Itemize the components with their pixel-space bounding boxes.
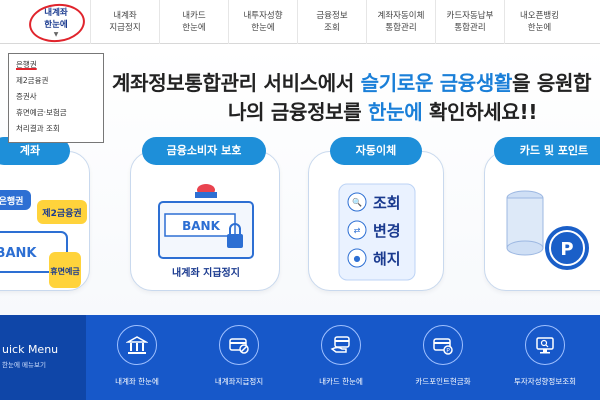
tag-second-tier: 제2금융권	[42, 207, 81, 219]
quick-menu-subtitle: 한눈에 메뉴보기	[2, 361, 46, 369]
dropdown-item-results[interactable]: 처리결과 조회	[16, 124, 60, 133]
hero-highlight: 슬기로운 금융생활	[360, 71, 513, 95]
nav-label: 한눈에	[251, 23, 275, 33]
auto-transfer-illustration: 🔍 조회 ⇄ 변경 ● 해지	[338, 183, 416, 281]
quick-item-label: 내계좌지급정지	[214, 377, 264, 386]
point-coin-icon: P	[560, 239, 573, 260]
quick-item-label: 투자자성향정보조회	[513, 377, 577, 386]
nav-label: 지급정지	[109, 23, 141, 33]
dropdown-item-bank[interactable]: 은행권	[16, 60, 37, 69]
my-accounts-dropdown: 은행권 제2금융권 증권사 휴면예금·보험금 처리결과 조회	[8, 53, 104, 143]
quick-item-label: 내카드 한눈에	[319, 377, 363, 386]
hero-highlight: 한눈에	[368, 100, 423, 124]
nav-label: 내카드	[182, 11, 206, 21]
nav-item-auto-transfer[interactable]: 계좌자동이체 통합관리	[367, 0, 436, 44]
card-caption: 내계좌 지급정지	[172, 266, 240, 279]
action-cancel: 해지	[373, 250, 401, 268]
quick-item-my-accounts[interactable]: 내계좌 한눈에	[86, 315, 188, 400]
quick-menu-heading: uick Menu	[2, 343, 59, 356]
nav-item-card-auto-pay[interactable]: 카드자동납부 통합관리	[436, 0, 505, 44]
nav-item-financial-info[interactable]: 금융정보 조회	[298, 0, 367, 44]
nav-label: 통합관리	[454, 23, 486, 33]
nav-label: 한눈에	[182, 23, 206, 33]
nav-item-my-accounts[interactable]: 내계좌 한눈에 ▼	[22, 0, 91, 44]
hero-text: 확인하세요!!	[422, 100, 538, 124]
bank-sign: BANK	[182, 219, 220, 233]
dropdown-item-second-tier[interactable]: 제2금융권	[16, 76, 49, 85]
dropdown-item-dormant[interactable]: 휴면예금·보험금	[16, 108, 67, 117]
hero-text: 을 응원합	[512, 71, 592, 95]
bank-sign: BANK	[0, 246, 37, 261]
bank-lock-illustration: BANK 내계좌 지급정지	[158, 184, 254, 279]
quick-item-my-cards[interactable]: 내카드 한눈에	[290, 315, 392, 400]
nav-label: 계좌자동이체	[377, 11, 425, 21]
dropdown-item-securities[interactable]: 증권사	[16, 92, 37, 101]
nav-label: 한눈에	[527, 23, 552, 33]
accounts-illustration: 은행권 제2금융권 BANK 휴면예금	[0, 190, 87, 288]
quick-menu: uick Menu 한눈에 메뉴보기 내계좌 한눈에 내계좌지급정지 내카드 한…	[0, 315, 600, 400]
document-search-icon: 🔍	[352, 197, 362, 207]
hero-headline-2: 나의 금융정보를 한눈에 확인하세요!!	[228, 96, 537, 125]
nav-item-account-stop[interactable]: 내계좌 지급정지	[91, 0, 160, 44]
coin-stack-illustration: P	[506, 190, 589, 270]
nav-label: 조회	[324, 23, 340, 33]
svg-text:P: P	[446, 348, 450, 355]
quick-item-account-stop[interactable]: 내계좌지급정지	[188, 315, 290, 400]
hero-text: 계좌정보통합관리 서비스에서	[112, 71, 361, 95]
monitor-icon	[525, 325, 565, 365]
card-card-points[interactable]: P	[484, 151, 600, 291]
hero-text: 나의 금융정보를	[228, 100, 369, 124]
action-view: 조회	[373, 194, 401, 212]
chevron-down-icon: ▼	[53, 30, 59, 38]
card-point-icon: P	[423, 325, 463, 365]
exchange-icon: ⇄	[354, 226, 361, 235]
bank-icon	[117, 325, 157, 365]
nav-label: 내계좌	[113, 11, 137, 21]
nav-label: 내오픈뱅킹	[519, 11, 560, 21]
card-hand-icon	[321, 325, 361, 365]
card-consumer-protection[interactable]: BANK 내계좌 지급정지	[130, 151, 280, 291]
quick-item-label: 내계좌 한눈에	[115, 377, 159, 386]
nav-item-investment-profile[interactable]: 내투자성향 한눈에	[229, 0, 298, 44]
nav-label: 카드자동납부	[446, 11, 494, 21]
card-consumer-protection-pill[interactable]: 금융소비자 보호	[142, 137, 266, 165]
card-card-points-pill[interactable]: 카드 및 포인트	[494, 137, 600, 165]
quick-item-label: 카드포인트현금화	[415, 377, 471, 386]
hero-banner: 계좌정보통합관리 서비스에서 슬기로운 금융생활을 응원합 나의 금융정보를 한…	[0, 45, 600, 345]
nav-label: 한눈에	[44, 19, 68, 30]
nav-item-my-cards[interactable]: 내카드 한눈에	[160, 0, 229, 44]
card-auto-transfer-pill[interactable]: 자동이체	[330, 137, 422, 165]
nav-label: 통합관리	[385, 23, 417, 33]
card-accounts[interactable]: 은행권 제2금융권 BANK 휴면예금	[0, 151, 90, 291]
hero-headline-1: 계좌정보통합관리 서비스에서 슬기로운 금융생활을 응원합	[112, 67, 591, 96]
piggy-bank-icon: ●	[354, 254, 361, 263]
nav-label: 내계좌	[44, 7, 68, 18]
top-navigation: 내계좌 한눈에 ▼ 내계좌 지급정지 내카드 한눈에 내투자성향 한눈에 금융정…	[0, 0, 600, 44]
card-auto-transfer[interactable]: 🔍 조회 ⇄ 변경 ● 해지	[308, 151, 444, 291]
nav-item-open-banking[interactable]: 내오픈뱅킹 한눈에	[505, 0, 574, 44]
card-stop-icon	[219, 325, 259, 365]
tag-dormant: 휴면예금	[50, 266, 80, 276]
nav-label: 내투자성향	[243, 11, 283, 21]
quick-menu-title: uick Menu 한눈에 메뉴보기	[0, 315, 86, 400]
nav-label: 금융정보	[316, 11, 348, 21]
quick-item-card-points[interactable]: P 카드포인트현금화	[392, 315, 494, 400]
tag-bank: 은행권	[0, 195, 23, 207]
action-change: 변경	[373, 222, 401, 240]
quick-item-investment-profile[interactable]: 투자자성향정보조회	[494, 315, 596, 400]
